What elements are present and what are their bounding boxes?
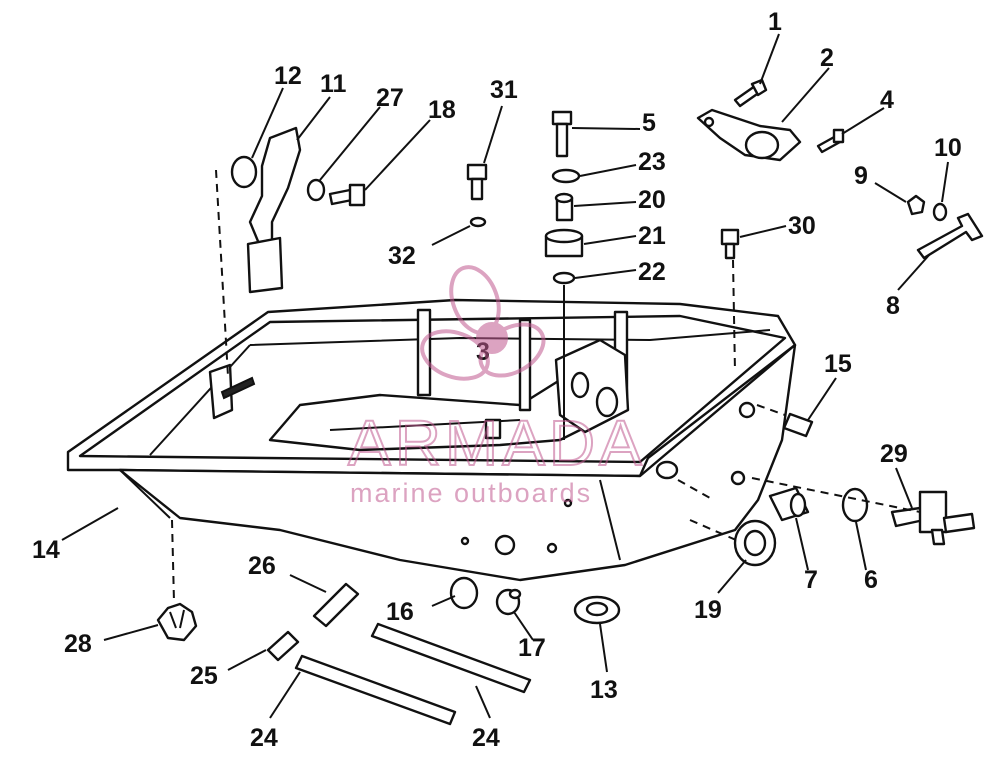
callout-30: 30	[788, 212, 816, 240]
leader-lines	[61, 33, 949, 719]
callout-6: 6	[864, 566, 878, 594]
callout-24-lower: 24	[250, 724, 278, 752]
callout-19: 19	[694, 596, 722, 624]
part-9-nut	[906, 194, 926, 216]
part-12-grommet	[230, 155, 258, 189]
part-4-screw	[816, 128, 845, 154]
callout-13: 13	[590, 676, 618, 704]
callout-numbers: 1 2 3 4 5 6 7 8 9 10 11 12 13 14 15 16 1…	[32, 8, 962, 752]
part-10-washer	[932, 202, 948, 222]
callout-27: 27	[376, 84, 404, 112]
part-22-washer	[552, 271, 576, 285]
part-26-sleeve	[312, 582, 360, 628]
part-25-sleeve	[266, 630, 300, 662]
callout-31: 31	[490, 76, 518, 104]
part-7-fitting	[768, 486, 810, 522]
callout-24-upper: 24	[472, 724, 500, 752]
callout-28: 28	[64, 630, 92, 658]
callout-15: 15	[824, 350, 852, 378]
part-15-pin	[782, 412, 814, 438]
part-5-bolt	[551, 110, 573, 158]
callout-12: 12	[274, 62, 302, 90]
callout-5: 5	[642, 109, 656, 137]
watermark-tagline: marine outboards	[350, 478, 592, 508]
part-18-bolt	[328, 183, 366, 207]
part-20-sleeve	[554, 192, 574, 222]
callout-22: 22	[638, 258, 666, 286]
part-29-connector	[890, 490, 976, 546]
part-17-plug	[495, 588, 522, 616]
part-32-washer	[469, 216, 487, 228]
part-24-strip-lower	[294, 654, 457, 726]
callout-29: 29	[880, 440, 908, 468]
part-2-bracket	[696, 108, 802, 162]
part-6-washer	[841, 487, 869, 523]
callout-11: 11	[320, 70, 347, 98]
callout-21: 21	[638, 222, 666, 250]
callout-4: 4	[880, 86, 894, 114]
part-30-bolt	[720, 228, 740, 260]
callout-10: 10	[934, 134, 962, 162]
callout-26: 26	[248, 552, 276, 580]
lower-cowl	[66, 298, 797, 582]
watermark-brand: ARMADA	[348, 407, 646, 479]
watermark: ARMADA marine outboards	[347, 265, 646, 508]
propeller-logo	[420, 265, 546, 381]
callout-14: 14	[32, 536, 60, 564]
part-31-bolt	[466, 163, 488, 201]
part-28-clip	[156, 602, 198, 642]
callout-32: 32	[388, 242, 416, 270]
part-13-grommet	[573, 595, 621, 625]
callout-16: 16	[386, 598, 414, 626]
callout-9: 9	[854, 162, 868, 190]
callout-17: 17	[518, 634, 546, 662]
part-19-grommet	[733, 519, 777, 567]
callout-20: 20	[638, 186, 666, 214]
part-23-washer	[551, 168, 581, 184]
callout-1: 1	[768, 8, 782, 36]
part-1-screw	[733, 78, 768, 108]
callout-23: 23	[638, 148, 666, 176]
callout-25: 25	[190, 662, 218, 690]
callout-7: 7	[804, 566, 818, 594]
callout-18: 18	[428, 96, 456, 124]
part-27-washer	[306, 178, 326, 202]
part-24-strip-upper	[370, 622, 532, 694]
callout-2: 2	[820, 44, 834, 72]
part-11-latch-pad	[246, 236, 284, 294]
callout-8: 8	[886, 292, 900, 320]
part-16-plug	[449, 576, 479, 610]
part-21-grommet	[544, 228, 584, 258]
part-8-lever	[916, 212, 984, 260]
